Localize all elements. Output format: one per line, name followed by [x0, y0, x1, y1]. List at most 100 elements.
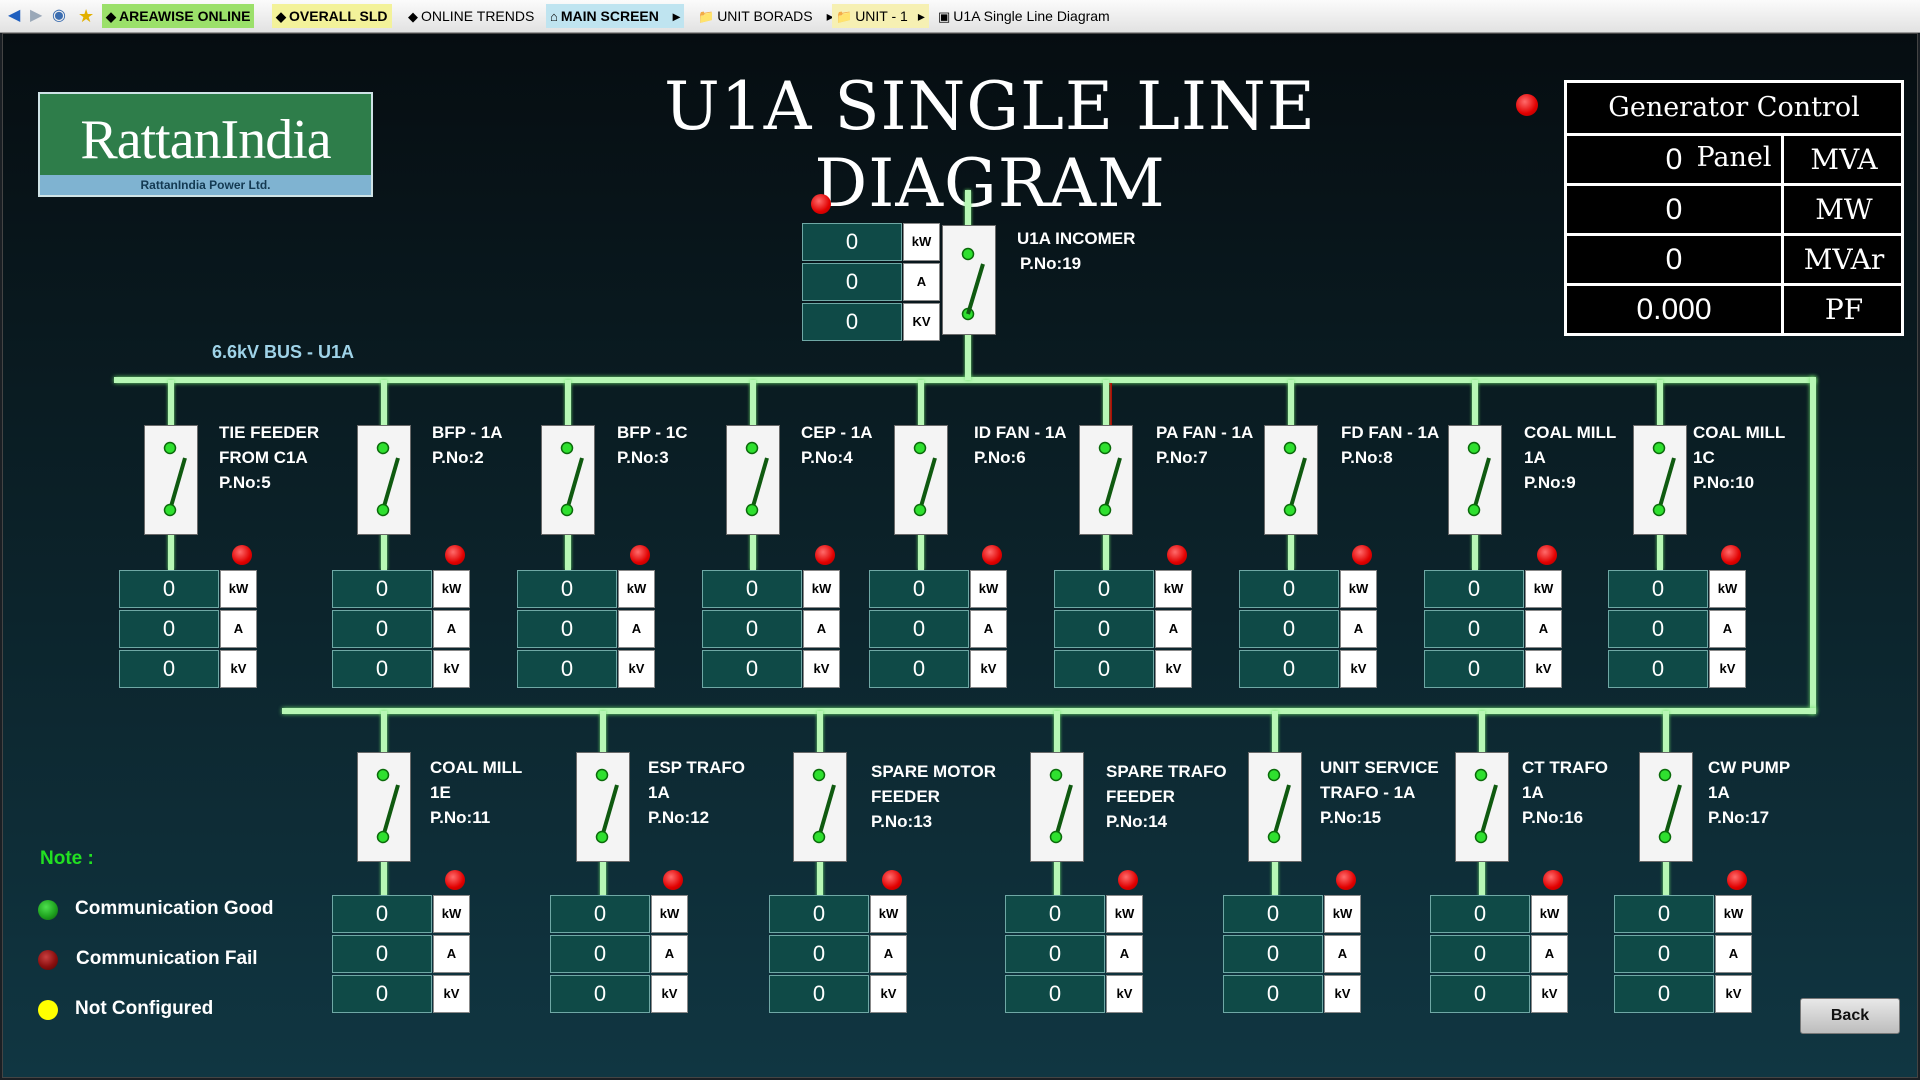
home-globe-icon[interactable]: ◉ — [52, 7, 66, 24]
meter-value: 0 — [769, 975, 869, 1013]
nav-main-screen[interactable]: ⌂MAIN SCREEN▸ — [546, 4, 684, 28]
meter-value: 0 — [1239, 610, 1339, 648]
back-button[interactable]: Back — [1800, 998, 1900, 1034]
nav-unit-1[interactable]: 📁UNIT - 1▸ — [832, 4, 929, 28]
forward-arrow-icon[interactable]: ▶ — [30, 7, 43, 24]
legend-fail-label: Communication Fail — [76, 948, 258, 969]
breaker-switch-icon — [595, 768, 619, 844]
breaker[interactable] — [357, 752, 411, 862]
breaker[interactable] — [357, 425, 411, 535]
meter-value: 0 — [1424, 610, 1524, 648]
meter-unit: kW — [433, 570, 470, 608]
breaker-switch-icon — [376, 441, 400, 517]
feeder-status-dot — [1537, 545, 1557, 565]
meter-unit: A — [1715, 935, 1752, 973]
meter-unit: A — [1525, 610, 1562, 648]
breaker[interactable] — [1248, 752, 1302, 862]
breaker[interactable] — [1639, 752, 1693, 862]
feeder-label-line: TRAFO - 1A — [1320, 783, 1416, 802]
nav-online-trends[interactable]: ◆ONLINE TRENDS — [404, 4, 538, 28]
feeder-label-line: 1A — [1708, 783, 1730, 802]
back-arrow-icon[interactable]: ◀ — [8, 7, 21, 24]
gcp-value: 0 — [1567, 136, 1784, 183]
legend-good-label: Communication Good — [75, 898, 274, 919]
feeder-label-line: SPARE TRAFO — [1106, 762, 1227, 781]
meter-value: 0 — [1608, 610, 1708, 648]
feeder-label-line: FD FAN - 1A — [1341, 423, 1440, 442]
meter-unit: kV — [1340, 650, 1377, 688]
breaker[interactable] — [1448, 425, 1502, 535]
meter-unit: A — [1324, 935, 1361, 973]
meter-unit: kW — [870, 895, 907, 933]
feeder-status-dot — [1352, 545, 1372, 565]
feeder-label-line: P.No:17 — [1708, 808, 1770, 827]
meter-value: 0 — [517, 610, 617, 648]
meter-unit: kW — [618, 570, 655, 608]
bus-bar-right-link — [1810, 377, 1816, 714]
meter-unit: kW — [903, 223, 940, 261]
meter-value: 0 — [802, 223, 902, 261]
meter-value: 0 — [1430, 895, 1530, 933]
feeder-label-line: P.No:10 — [1693, 473, 1755, 492]
chevron-right-icon: ▸ — [826, 8, 834, 24]
bus-bar-main — [114, 377, 1816, 383]
meter-value: 0 — [702, 610, 802, 648]
favorite-star-icon[interactable]: ★ — [78, 6, 95, 26]
meter-value: 0 — [802, 303, 902, 341]
nav-current-page[interactable]: ▣U1A Single Line Diagram — [934, 4, 1114, 28]
breaker[interactable] — [1079, 425, 1133, 535]
incomer-breaker[interactable] — [942, 225, 996, 335]
breaker[interactable] — [1455, 752, 1509, 862]
breaker[interactable] — [1264, 425, 1318, 535]
nav-unit-boards[interactable]: 📁UNIT BORADS▸ — [694, 4, 838, 28]
breaker[interactable] — [894, 425, 948, 535]
feeder-status-dot — [1727, 870, 1747, 890]
feeder-status-dot — [1543, 870, 1563, 890]
meter-value: 0 — [869, 610, 969, 648]
note-title: Note : — [40, 848, 94, 869]
feeder-label-line: CEP - 1A — [801, 423, 873, 442]
breaker[interactable] — [1030, 752, 1084, 862]
meter-unit: kV — [803, 650, 840, 688]
breaker[interactable] — [541, 425, 595, 535]
meter-value: 0 — [769, 935, 869, 973]
feeder-label-line: P.No:7 — [1156, 448, 1208, 467]
nav-overall-sld[interactable]: ◆OVERALL SLD — [272, 4, 392, 28]
breaker-switch-icon — [560, 441, 584, 517]
meter-unit: A — [1155, 610, 1192, 648]
feeder-status-dot — [1118, 870, 1138, 890]
meter-value: 0 — [1005, 975, 1105, 1013]
breaker[interactable] — [793, 752, 847, 862]
feeder-label-line: P.No:13 — [871, 812, 933, 831]
feeder-label-line: 1C — [1693, 448, 1715, 467]
breaker[interactable] — [144, 425, 198, 535]
nav-areawise-online[interactable]: ◆AREAWISE ONLINE — [102, 4, 255, 28]
meter-value: 0 — [1223, 975, 1323, 1013]
breaker[interactable] — [1633, 425, 1687, 535]
meter-value: 0 — [869, 650, 969, 688]
breaker[interactable] — [576, 752, 630, 862]
breaker[interactable] — [726, 425, 780, 535]
feeder-label-line: P.No:2 — [432, 448, 484, 467]
meter-unit: kW — [1155, 570, 1192, 608]
